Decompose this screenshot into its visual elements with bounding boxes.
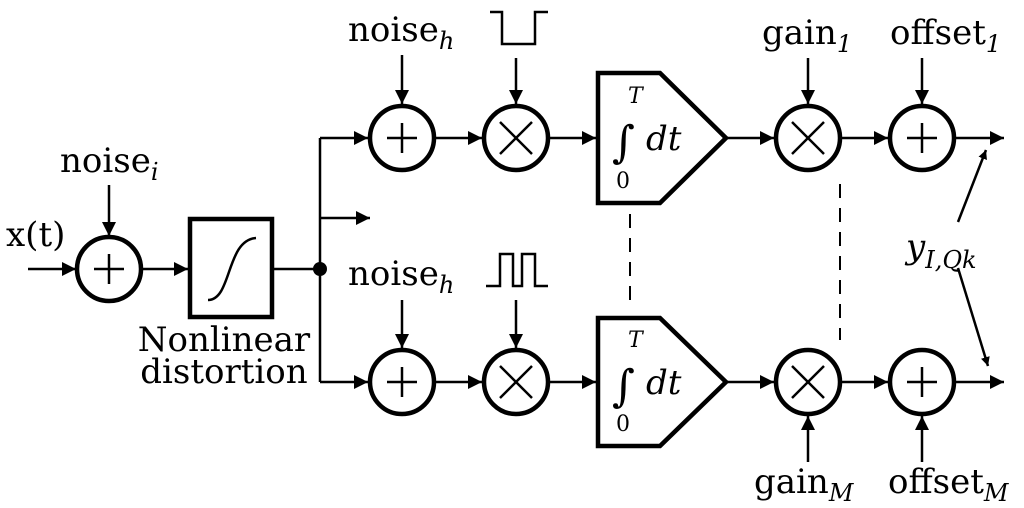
input-adder xyxy=(74,234,144,304)
top-mixer xyxy=(481,103,551,173)
output-label: yI,Qk xyxy=(904,227,977,274)
input-label-text: x(t) xyxy=(6,215,65,255)
bottom-mixer xyxy=(481,347,551,417)
top-offset-label: offset1 xyxy=(890,13,1001,58)
bottom-integrator-upper: T xyxy=(628,328,645,353)
bottom-offset-adder xyxy=(887,347,957,417)
noise-i-label: noisei xyxy=(60,141,159,186)
top-offset-adder xyxy=(887,103,957,173)
top-integrator-lower: 0 xyxy=(616,169,630,194)
output-pointer-bottom xyxy=(956,267,990,367)
top-gain-multiplier xyxy=(773,103,843,173)
nonlinear-label-line2: distortion xyxy=(140,352,307,392)
top-adder xyxy=(367,103,437,173)
bottom-gain-multiplier xyxy=(773,347,843,417)
top-gain-label: gain1 xyxy=(762,13,852,58)
bottom-adder xyxy=(367,347,437,417)
bottom-noise-label: noiseh xyxy=(348,254,454,299)
bottom-gain-label: gainM xyxy=(754,462,855,507)
top-integrator xyxy=(595,70,730,206)
top-noise-label: noiseh xyxy=(348,10,454,55)
input-label: x(t) xyxy=(6,215,65,255)
bottom-integrator-dt: dt xyxy=(646,363,682,403)
top-integrator-dt: dt xyxy=(646,119,682,159)
bottom-pulse-icon xyxy=(486,252,548,288)
output-pointer-top xyxy=(956,149,988,223)
bottom-integrator-symbol: ∫ xyxy=(612,361,635,412)
bottom-offset-label: offsetM xyxy=(888,462,1010,507)
bottom-integrator xyxy=(595,315,730,449)
top-pulse-icon xyxy=(490,10,548,46)
bottom-integrator-lower: 0 xyxy=(616,412,630,437)
top-integrator-symbol: ∫ xyxy=(612,117,635,168)
nonlinear-label-line1: Nonlinear xyxy=(138,320,311,360)
nonlinear-block xyxy=(187,216,275,320)
top-integrator-upper: T xyxy=(628,84,645,109)
